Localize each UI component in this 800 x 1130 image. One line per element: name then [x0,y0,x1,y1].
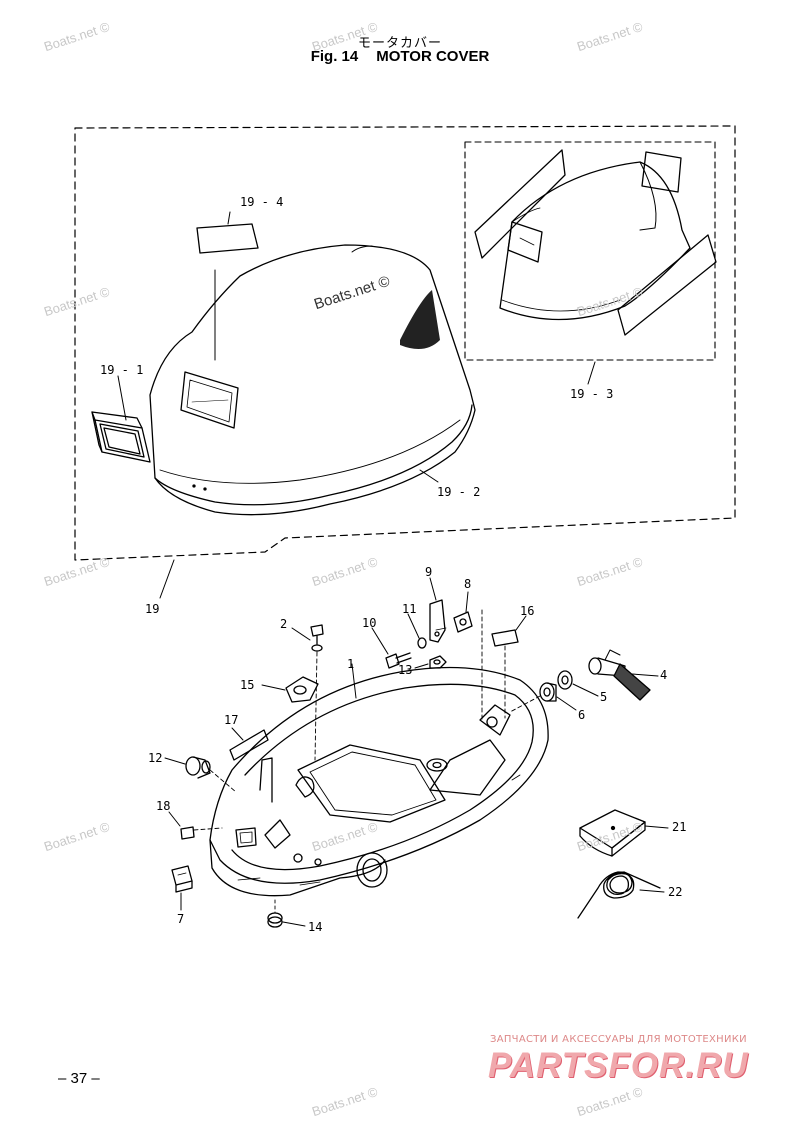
callout-12: 12 [148,751,163,765]
upper-cover-19-2 [149,244,476,516]
callout-9: 9 [425,565,433,579]
callout-18: 18 [156,799,171,813]
plug-12 [185,756,211,779]
callout-6: 6 [578,708,586,722]
callout-10: 10 [362,616,377,630]
label-plate-18 [180,826,195,840]
grommet-15 [285,676,319,703]
label-plate-19-4 [196,223,259,254]
grommet-14 [267,899,283,928]
clip-7 [171,865,193,893]
callout-22: 22 [668,885,683,899]
decal-set-19-3 [474,149,717,336]
washer-11 [417,637,427,649]
callout-21: 21 [672,820,687,834]
callout-5: 5 [600,690,608,704]
cord-22 [577,871,661,919]
brand-tagline: ЗАПЧАСТИ И АКСЕССУАРЫ ДЛЯ МОТОТЕХНИКИ [490,1034,747,1045]
callout-13: 13 [398,663,413,677]
callout-15: 15 [240,678,255,692]
grommet-19-1 [91,411,151,463]
label-plate-17 [229,729,269,761]
screw-2 [310,624,324,652]
plate-8 [453,611,473,633]
callout-8: 8 [464,577,472,591]
callout-19-3: 19 - 3 [570,387,614,401]
bottom-cover-1 [209,666,549,897]
group-19-boundary [74,125,736,561]
callout-19-2: 19 - 2 [437,485,481,499]
label-plate-16 [491,629,519,647]
figure-title-japanese: モータカバー [357,36,442,51]
washer-5 [557,670,573,690]
page-number: – 37 – [58,1070,100,1087]
callout-7: 7 [177,912,185,926]
lever-9 [429,599,447,643]
callout-16: 16 [520,604,535,618]
callout-14: 14 [308,920,323,934]
figure-title: Fig. 14 MOTOR COVER [0,48,800,65]
bushing-6 [539,682,557,702]
callout-19: 19 [145,602,160,616]
figure-name: MOTOR COVER [376,48,490,65]
callout-4: 4 [660,668,668,682]
callout-17: 17 [224,713,239,727]
clamp-lever-4 [588,649,651,701]
nut-13 [429,655,447,669]
callout-1: 1 [347,657,355,671]
callout-2: 2 [280,617,288,631]
callout-11: 11 [402,602,417,616]
callout-19-1: 19 - 1 [100,363,144,377]
figure-number: Fig. 14 [310,48,359,65]
brand-logo: PARTSFOR.RU [488,1046,749,1085]
callout-19-4: 19 - 4 [240,195,284,209]
group-19-3-boundary [464,141,716,361]
bolt-10 [385,652,412,669]
